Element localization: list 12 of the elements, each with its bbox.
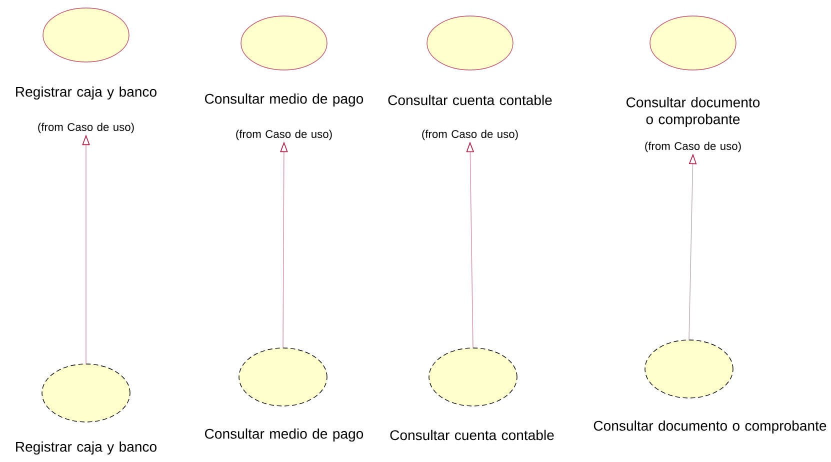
use-case-name: Consultar documento o comprobante bbox=[626, 97, 760, 127]
use-case-name: Consultar medio de pago bbox=[205, 428, 364, 442]
use-case-name: Consultar documento o comprobante bbox=[594, 420, 826, 434]
package-note: (from Caso de uso) bbox=[38, 122, 134, 134]
use-case-name: Consultar cuenta contable bbox=[390, 430, 554, 440]
use-case-name: Consultar medio de pago bbox=[205, 93, 364, 107]
package-note: (from Caso de uso) bbox=[236, 130, 332, 140]
use-case-name: Registrar caja y banco bbox=[16, 441, 156, 455]
use-case-name: Registrar caja y banco bbox=[16, 86, 156, 100]
use-case-name: Consultar cuenta contable bbox=[388, 94, 552, 106]
package-note: (from Caso de uso) bbox=[645, 142, 741, 152]
package-note: (from Caso de uso) bbox=[422, 130, 518, 140]
